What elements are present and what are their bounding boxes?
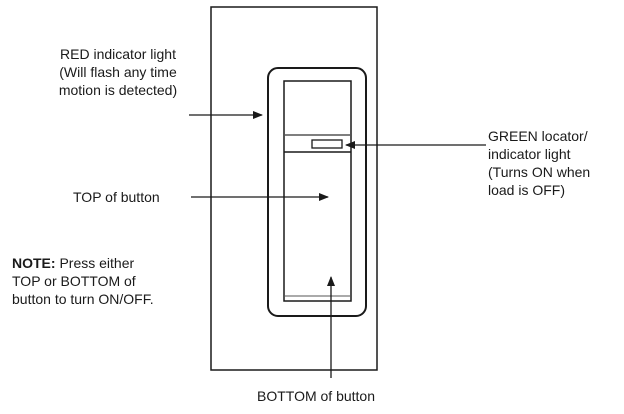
wall-plate	[210, 6, 378, 371]
green-locator-light	[311, 139, 343, 149]
red-light-label-line2: (Will flash any time	[59, 64, 177, 80]
red-light-label-line1: RED indicator light	[60, 46, 176, 62]
note-bold: NOTE:	[12, 255, 56, 271]
note-line3: button to turn ON/OFF.	[12, 291, 154, 307]
bottom-button-label-text: BOTTOM of button	[257, 388, 376, 404]
red-light-label: RED indicator light (Will flash any time…	[28, 45, 208, 99]
green-light-label: GREEN locator/ indicator light (Turns ON…	[488, 127, 590, 199]
green-light-label-line1: GREEN locator/	[488, 128, 588, 144]
note-line2: TOP or BOTTOM of	[12, 273, 136, 289]
green-light-label-line2: indicator light	[488, 146, 571, 162]
note-line1: NOTE: Press either	[12, 254, 154, 272]
green-light-label-line3: (Turns ON when	[488, 164, 591, 180]
switch-bezel	[267, 67, 367, 317]
green-light-label-line4: load is OFF)	[488, 182, 566, 198]
top-button-label: TOP of button	[73, 188, 160, 206]
note-label: NOTE: Press either TOP or BOTTOM of butt…	[12, 254, 154, 308]
red-light-label-line3: motion is detected)	[58, 82, 178, 98]
top-button-label-text: TOP of button	[73, 189, 160, 205]
note-line1-rest: Press either	[55, 255, 135, 271]
switch-paddle	[283, 80, 352, 302]
bottom-button-label: BOTTOM of button	[257, 387, 375, 405]
